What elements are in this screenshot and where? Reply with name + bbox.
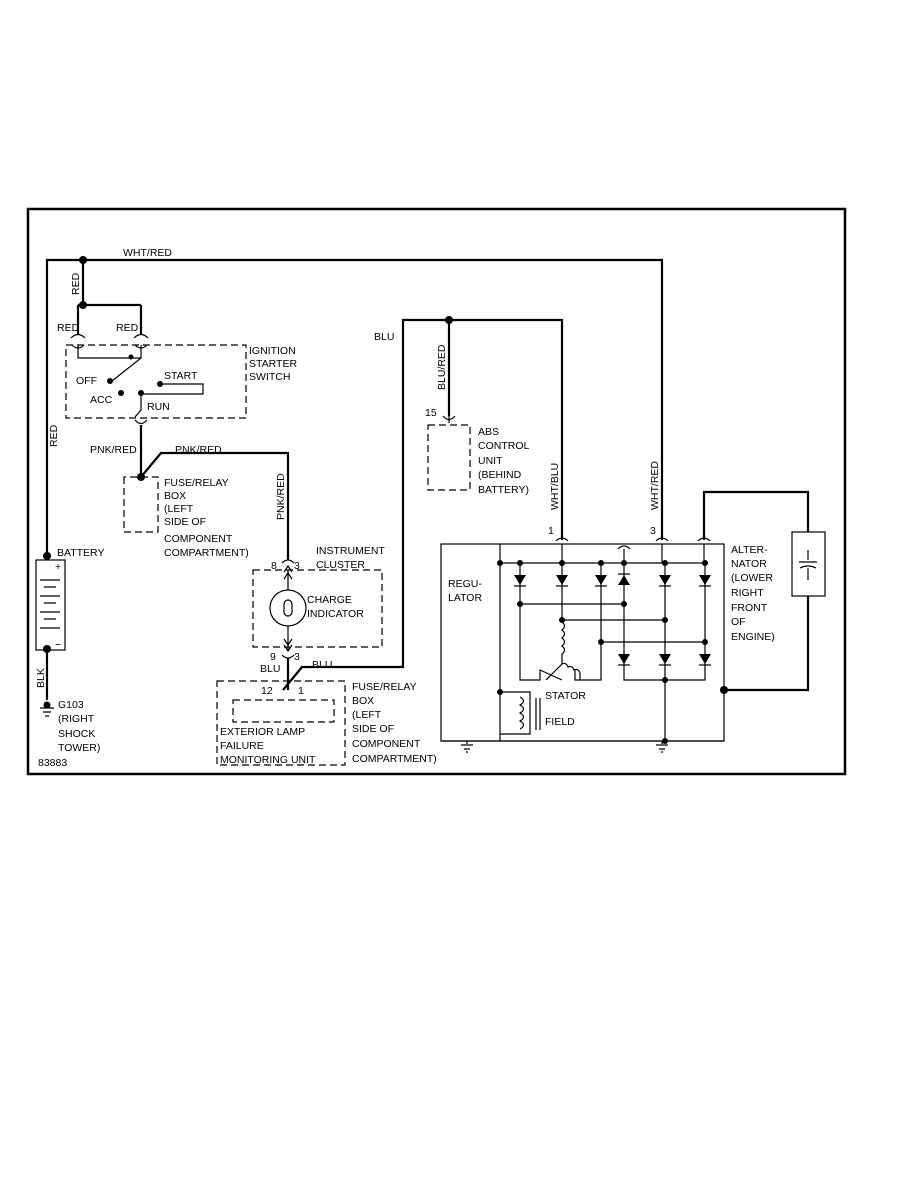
- wiring: [45, 258, 810, 700]
- svg-text:G103: G103: [58, 699, 84, 711]
- svg-text:RED: RED: [57, 322, 80, 334]
- svg-text:1: 1: [298, 685, 304, 697]
- battery: + − BATTERY: [35, 547, 104, 651]
- ignition-label-line-1: IGNITION: [249, 345, 296, 357]
- field-coil: [518, 696, 541, 730]
- wire-labels: WHT/RED RED RED RED RED PNK/RED PNK/RED …: [35, 247, 661, 688]
- svg-text:INDICATOR: INDICATOR: [307, 608, 364, 620]
- ignition-label-line-3: SWITCH: [249, 371, 290, 383]
- svg-text:+: +: [55, 561, 61, 573]
- svg-text:BOX: BOX: [164, 490, 186, 502]
- svg-text:FIELD: FIELD: [545, 716, 575, 728]
- svg-text:COMPARTMENT): COMPARTMENT): [164, 547, 249, 559]
- svg-text:3: 3: [650, 525, 656, 537]
- svg-text:BLK: BLK: [35, 668, 47, 688]
- svg-text:FUSE/RELAY: FUSE/RELAY: [164, 477, 229, 489]
- svg-text:CLUSTER: CLUSTER: [316, 559, 365, 571]
- connector-hooks: [70, 333, 711, 659]
- svg-text:BLU/RED: BLU/RED: [436, 344, 448, 390]
- svg-text:3: 3: [294, 560, 300, 572]
- svg-text:BATTERY): BATTERY): [478, 484, 529, 496]
- svg-text:SIDE OF: SIDE OF: [352, 723, 394, 735]
- svg-text:ALTER-: ALTER-: [731, 544, 768, 556]
- svg-text:(LEFT: (LEFT: [164, 503, 194, 515]
- svg-text:PNK/RED: PNK/RED: [90, 444, 137, 456]
- svg-text:RED: RED: [116, 322, 139, 334]
- lamp-monitoring-unit: 12 1 EXTERIOR LAMP FAILURE MONITORING UN…: [216, 680, 346, 766]
- svg-text:FRONT: FRONT: [731, 602, 768, 614]
- svg-text:COMPARTMENT): COMPARTMENT): [352, 753, 437, 765]
- svg-text:SIDE OF: SIDE OF: [164, 516, 206, 528]
- svg-text:15: 15: [425, 407, 437, 419]
- svg-text:3: 3: [294, 651, 300, 663]
- svg-text:(LEFT: (LEFT: [352, 709, 382, 721]
- svg-text:SHOCK: SHOCK: [58, 728, 95, 740]
- alternator: 1 3 REGU- LATOR ALTER- NATOR (LOWER RIGH…: [440, 525, 826, 753]
- svg-text:BATTERY: BATTERY: [57, 547, 104, 559]
- fuse-relay-box-upper: FUSE/RELAY BOX (LEFT SIDE OF COMPONENT C…: [123, 476, 249, 559]
- svg-text:NATOR: NATOR: [731, 558, 767, 570]
- svg-text:(RIGHT: (RIGHT: [58, 713, 95, 725]
- svg-text:COMPONENT: COMPONENT: [164, 533, 233, 545]
- svg-text:COMPONENT: COMPONENT: [352, 738, 421, 750]
- diagram-id: 83883: [38, 757, 67, 769]
- svg-text:RIGHT: RIGHT: [731, 587, 764, 599]
- abs-control-unit: 15 ABS CONTROL UNIT (BEHIND BATTERY): [425, 407, 529, 496]
- svg-text:OF: OF: [731, 616, 746, 628]
- junction-dots: [43, 256, 728, 709]
- svg-text:REGU-: REGU-: [448, 578, 482, 590]
- svg-text:ENGINE): ENGINE): [731, 631, 775, 643]
- svg-text:UNIT: UNIT: [478, 455, 503, 467]
- svg-text:CHARGE: CHARGE: [307, 594, 352, 606]
- svg-text:BLU: BLU: [312, 659, 332, 671]
- ignition-acc-label: ACC: [90, 394, 113, 406]
- svg-text:(LOWER: (LOWER: [731, 572, 773, 584]
- svg-text:RED: RED: [48, 424, 60, 447]
- svg-text:INSTRUMENT: INSTRUMENT: [316, 545, 385, 557]
- svg-text:TOWER): TOWER): [58, 742, 100, 754]
- svg-text:1: 1: [548, 525, 554, 537]
- svg-text:WHT/BLU: WHT/BLU: [549, 463, 561, 510]
- svg-text:12: 12: [261, 685, 273, 697]
- svg-text:BLU: BLU: [374, 331, 394, 343]
- svg-text:EXTERIOR LAMP: EXTERIOR LAMP: [220, 726, 305, 738]
- svg-text:(BEHIND: (BEHIND: [478, 469, 522, 481]
- ground-g103: G103 (RIGHT SHOCK TOWER): [40, 699, 100, 754]
- svg-text:9: 9: [270, 651, 276, 663]
- fuse-relay-box-lower: FUSE/RELAY BOX (LEFT SIDE OF COMPONENT C…: [352, 681, 437, 765]
- svg-text:PNK/RED: PNK/RED: [275, 473, 287, 520]
- svg-text:LATOR: LATOR: [448, 592, 482, 604]
- svg-text:STATOR: STATOR: [545, 690, 586, 702]
- ignition-off-label: OFF: [76, 375, 97, 387]
- svg-text:BOX: BOX: [352, 695, 374, 707]
- svg-text:WHT/RED: WHT/RED: [123, 247, 172, 259]
- svg-text:CONTROL: CONTROL: [478, 440, 529, 452]
- svg-text:RED: RED: [70, 272, 82, 295]
- stator-coils: [545, 621, 581, 681]
- instrument-cluster: 3 8 CHARGE INDICATOR INSTRUMENT CLUSTER …: [252, 545, 385, 663]
- rectifier-diodes: [514, 573, 711, 666]
- svg-text:PNK/RED: PNK/RED: [175, 444, 222, 456]
- ignition-run-label: RUN: [147, 401, 170, 413]
- diagram-frame: [26, 207, 847, 776]
- svg-text:8: 8: [271, 560, 277, 572]
- ignition-switch: OFF ACC START RUN IGNITION STARTER SWITC…: [65, 344, 297, 419]
- svg-text:BLU: BLU: [260, 663, 280, 675]
- svg-text:ABS: ABS: [478, 426, 499, 438]
- svg-text:WHT/RED: WHT/RED: [649, 461, 661, 510]
- ignition-label-line-2: STARTER: [249, 358, 297, 370]
- svg-text:FAILURE: FAILURE: [220, 740, 264, 752]
- svg-text:FUSE/RELAY: FUSE/RELAY: [352, 681, 417, 693]
- svg-text:MONITORING UNIT: MONITORING UNIT: [220, 754, 316, 766]
- svg-text:−: −: [55, 639, 61, 651]
- ignition-start-label: START: [164, 370, 198, 382]
